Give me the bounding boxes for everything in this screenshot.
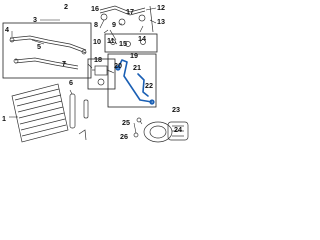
leader-lines: [9, 7, 157, 134]
hose-group-box: [2, 22, 92, 79]
callout-10: 10: [93, 37, 101, 46]
callout-15: 15: [119, 39, 127, 48]
callout-1: 1: [2, 114, 6, 123]
callout-25: 25: [122, 118, 130, 127]
callout-13: 13: [157, 17, 165, 26]
callout-5: 5: [37, 42, 41, 51]
highlighted-pipe: [115, 59, 155, 105]
callout-17: 17: [126, 7, 134, 16]
callout-6: 6: [69, 78, 73, 87]
callout-22: 22: [145, 81, 153, 90]
callout-18: 18: [94, 55, 102, 64]
callout-19: 19: [130, 51, 138, 60]
callout-11: 11: [107, 36, 115, 45]
suction-hose-drawing: [9, 35, 87, 70]
callout-labels: 1 2 3 4 5 6 7 8 9 10 11 12 13 14 15 16 1…: [2, 2, 182, 141]
callout-2: 2: [64, 2, 68, 11]
diagram-canvas: 1 2 3 4 5 6 7 8 9 10 11 12 13 14 15 16 1…: [2, 2, 189, 143]
valve-group-box: [87, 58, 116, 90]
callout-12: 12: [157, 3, 165, 12]
callout-24: 24: [174, 125, 182, 134]
callout-23: 23: [172, 105, 180, 114]
callout-14: 14: [138, 34, 146, 43]
callout-26: 26: [120, 132, 128, 141]
callout-16: 16: [91, 4, 99, 13]
callout-3: 3: [33, 15, 37, 24]
callout-4: 4: [5, 25, 9, 34]
callout-21: 21: [133, 63, 141, 72]
compressor-drawing: [133, 117, 189, 143]
callout-7: 7: [62, 59, 66, 68]
upper-hose-drawing: [99, 5, 154, 41]
clip-parts-drawing: [110, 39, 146, 47]
pipe-group-box: [107, 53, 157, 108]
callout-20: 20: [114, 61, 122, 70]
receiver-drier-drawing: [69, 93, 89, 141]
valve-assembly-drawing: [92, 65, 113, 86]
parts-diagram: 1 2 3 4 5 6 7 8 9 10 11 12 13 14 15 16 1…: [0, 0, 200, 147]
clip-group-box: [104, 33, 158, 53]
callout-9: 9: [112, 20, 116, 29]
callout-8: 8: [94, 20, 98, 29]
condenser-drawing: [11, 83, 69, 143]
